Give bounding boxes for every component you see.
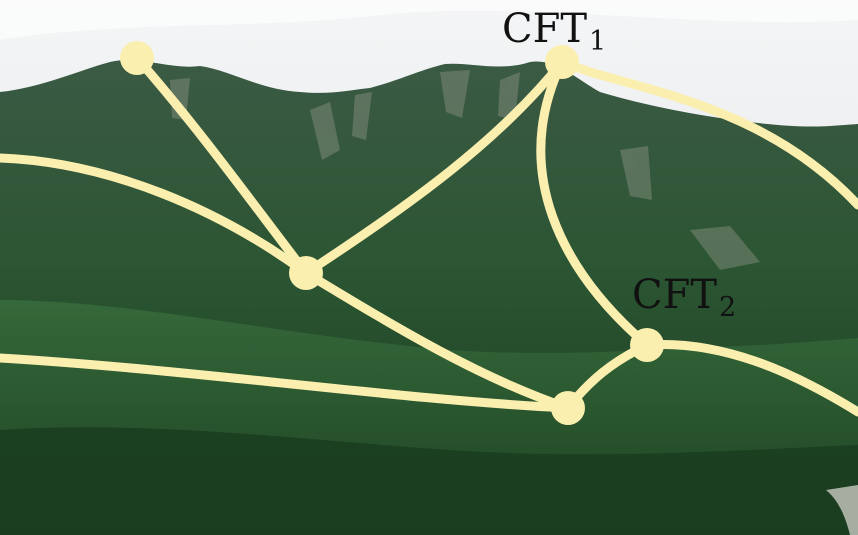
node-cft1 [545,45,579,79]
curve-node-c-to-cft1 [301,57,567,278]
curve-node-a-to-node-c [132,53,311,278]
label-cft1-subscript: 1 [589,26,606,57]
label-cft1-main: CFT [502,6,587,52]
curve-node-c-to-node-e [301,268,573,413]
curve-cft2-to-right-edge [642,339,858,417]
cloud-band [0,0,858,40]
forest-foreground [0,427,858,535]
node-e [551,391,585,425]
label-cft1: CFT1 [502,6,606,57]
node-cft2 [630,328,664,362]
curve-cft1-to-cft2 [536,57,652,350]
curve-group [0,53,858,417]
node-group [120,41,664,425]
rock-streaks [170,70,760,270]
road [826,485,858,535]
node-a [120,41,154,75]
label-cft2-subscript: 2 [719,292,736,323]
curve-left-edge-to-node-c [0,153,311,278]
curve-cft1-to-right-edge [557,57,858,210]
curve-left-edge-to-node-e [0,353,573,413]
label-cft2-main: CFT [632,272,717,318]
node-c [289,256,323,290]
label-cft2: CFT2 [632,272,736,323]
